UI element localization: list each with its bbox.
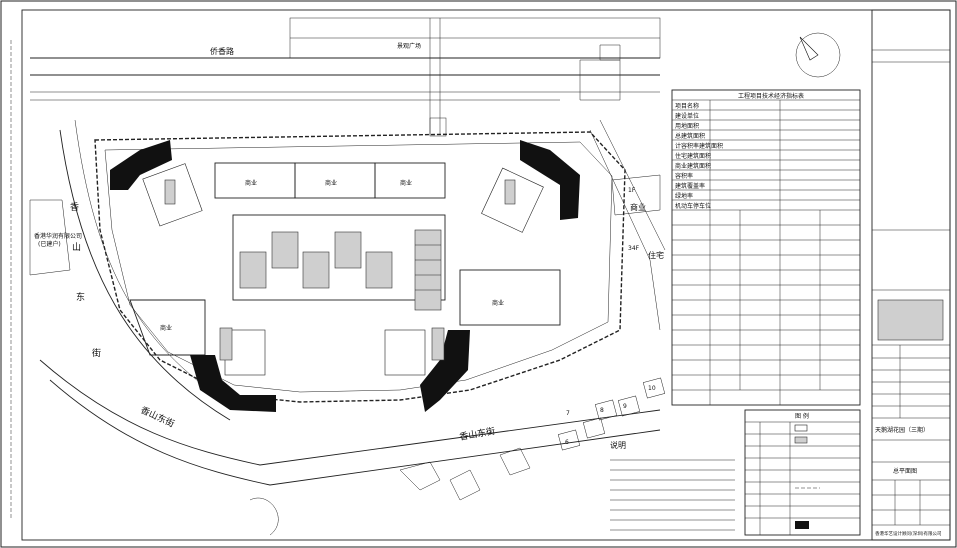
legend-title: 图 例 bbox=[795, 412, 809, 420]
indicator-table-title: 工程项目技术经济指标表 bbox=[738, 92, 804, 100]
site-boundary bbox=[94, 131, 626, 403]
svg-text:8: 8 bbox=[600, 407, 604, 414]
legend: 图 例 bbox=[744, 409, 861, 536]
indicator-table-grid bbox=[672, 109, 860, 391]
svg-text:商业: 商业 bbox=[492, 299, 504, 307]
project-name: 天鹅湖花园（三期） bbox=[875, 426, 929, 434]
drawing-name: 总平面图 bbox=[893, 467, 917, 475]
svg-text:机动车停车位: 机动车停车位 bbox=[675, 202, 711, 210]
svg-text:商业建筑面积: 商业建筑面积 bbox=[675, 162, 711, 170]
svg-text:9: 9 bbox=[623, 403, 627, 410]
commercial-strip: 商业 商业 商业 bbox=[214, 162, 446, 199]
central-court bbox=[232, 214, 446, 311]
svg-text:商业: 商业 bbox=[325, 179, 337, 187]
plaza-label: 景观广场 bbox=[397, 42, 421, 50]
east-neighbors: 1F 商业 34F 住宅 bbox=[611, 174, 664, 260]
tower-footprints bbox=[110, 140, 580, 412]
svg-text:住宅建筑面积: 住宅建筑面积 bbox=[675, 152, 711, 160]
company-name: 香港华艺设计顾问(深圳)有限公司 bbox=[875, 530, 942, 537]
east-commercial-label: 商业 bbox=[630, 202, 646, 212]
svg-text:6: 6 bbox=[565, 439, 569, 446]
svg-text:7: 7 bbox=[566, 410, 570, 417]
west-company-plot: 香港华润有限公司 (已建户) bbox=[29, 199, 82, 276]
notes-title: 说明 bbox=[610, 440, 626, 450]
svg-text:绿地率: 绿地率 bbox=[675, 192, 693, 200]
svg-text:建设单位: 建设单位 bbox=[675, 112, 699, 120]
svg-text:商业: 商业 bbox=[400, 179, 412, 187]
west-company-sub: (已建户) bbox=[38, 240, 61, 248]
svg-text:10: 10 bbox=[648, 385, 656, 392]
svg-text:建筑覆盖率: 建筑覆盖率 bbox=[675, 182, 705, 190]
notes: 说明 bbox=[610, 440, 735, 531]
west-road-char-1: 香 bbox=[70, 202, 79, 213]
indicator-table: 工程项目技术经济指标表 bbox=[671, 89, 861, 406]
svg-text:总建筑面积: 总建筑面积 bbox=[675, 132, 705, 140]
svg-text:容积率: 容积率 bbox=[675, 172, 693, 180]
svg-text:计容积率建筑面积: 计容积率建筑面积 bbox=[675, 142, 723, 150]
north-plaza: 景观广场 bbox=[289, 17, 661, 137]
west-road-char-4: 街 bbox=[92, 347, 101, 359]
svg-text:商业: 商业 bbox=[160, 324, 172, 332]
title-block: 天鹅湖花园（三期） 总平面图 香港华艺设计顾问(深圳)有限公司 bbox=[871, 9, 951, 541]
north-arrow-icon bbox=[795, 32, 841, 78]
west-road-char-3: 东 bbox=[76, 291, 85, 303]
east-residential-label: 住宅 bbox=[648, 250, 664, 260]
east-commercial-block: 商业 bbox=[459, 269, 561, 326]
east-residential-floors: 34F bbox=[628, 245, 640, 252]
key-plan bbox=[877, 299, 944, 341]
south-plots: 10 9 8 7 6 bbox=[249, 377, 666, 536]
svg-text:用地面积: 用地面积 bbox=[675, 122, 699, 130]
north-road-label: 侨香路 bbox=[210, 46, 234, 56]
east-commercial-floors: 1F bbox=[628, 187, 636, 194]
svg-text:商业: 商业 bbox=[245, 179, 257, 187]
west-company-label: 香港华润有限公司 bbox=[34, 232, 82, 240]
svg-text:项目名称: 项目名称 bbox=[675, 102, 699, 110]
west-road-char-2: 山 bbox=[72, 242, 81, 253]
